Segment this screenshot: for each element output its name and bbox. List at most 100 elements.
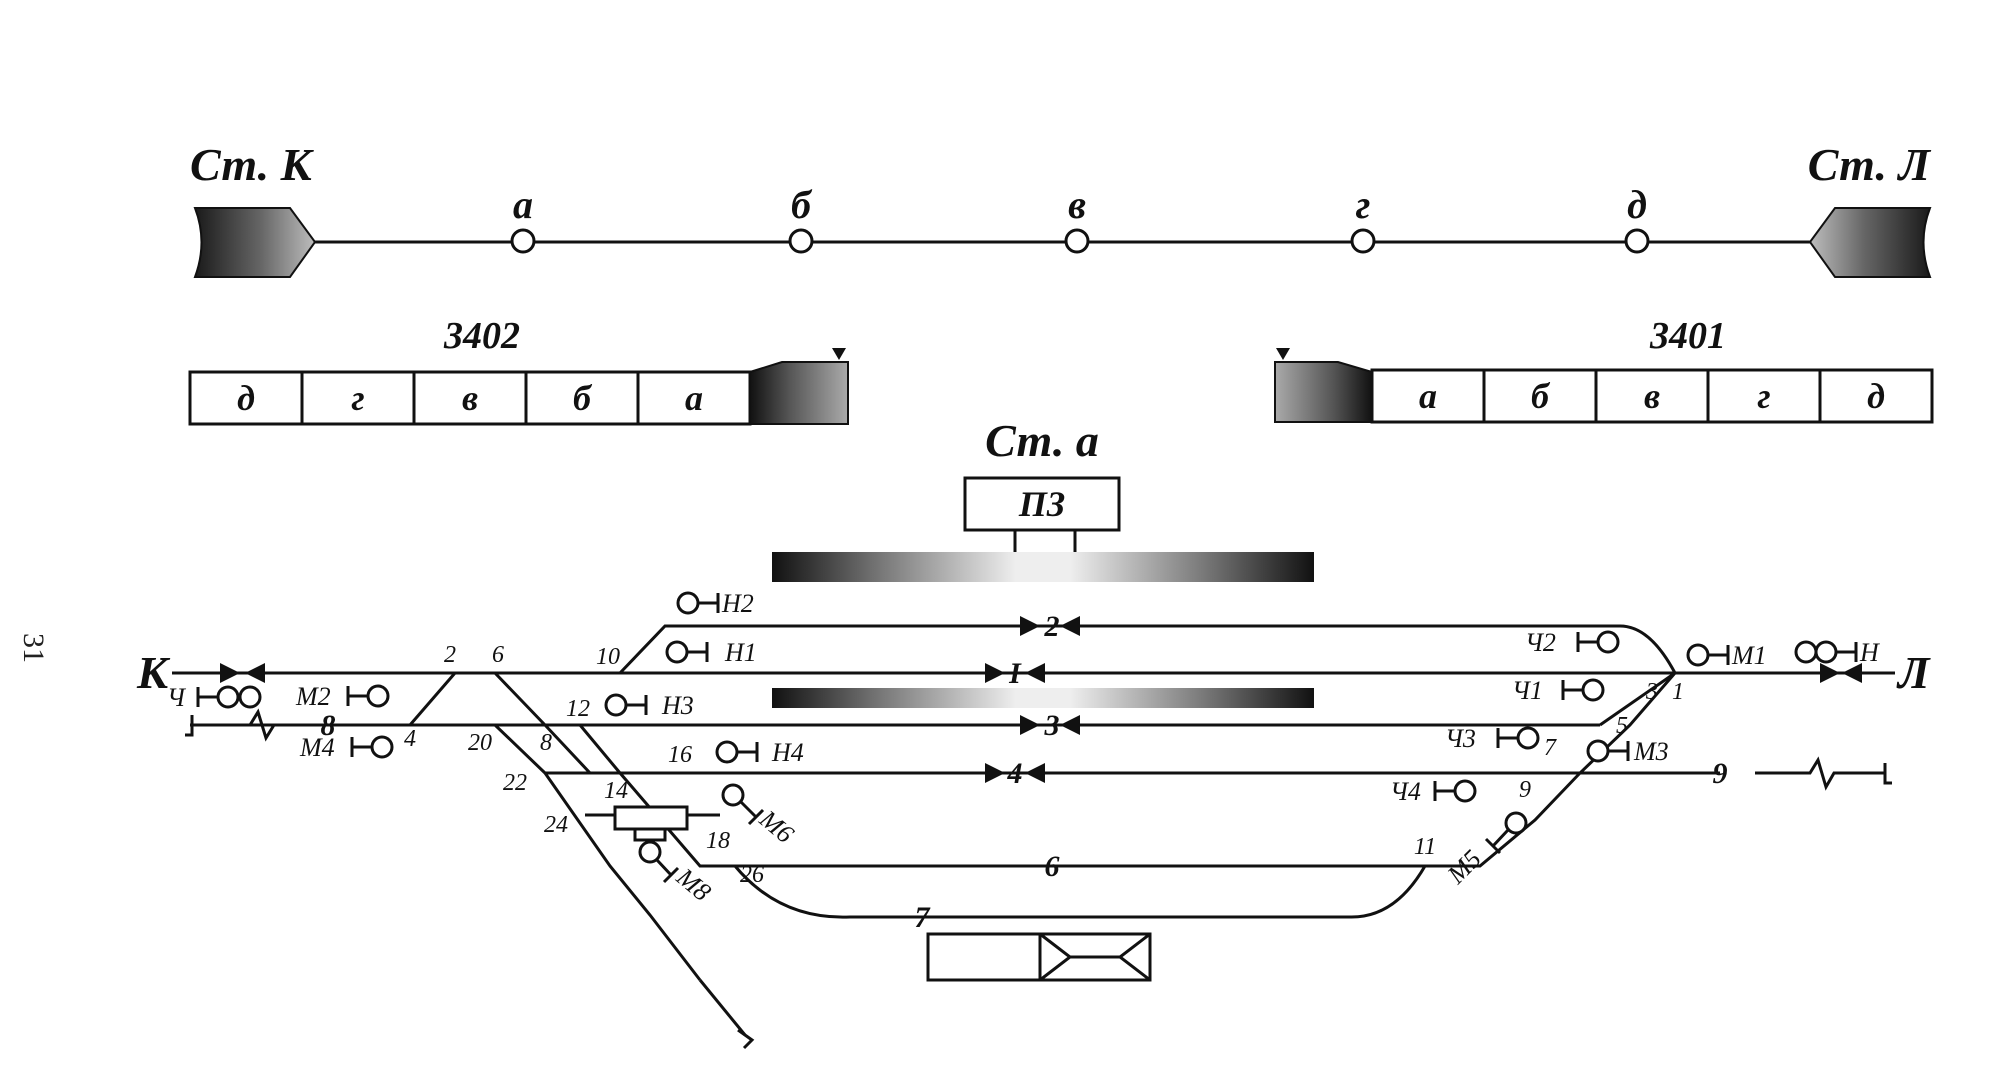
track-2	[618, 624, 1677, 675]
switch-number: 12	[566, 696, 590, 722]
signal-lamp-icon	[238, 685, 262, 709]
track-label-4: 4	[1007, 757, 1023, 790]
signal-label: Ч2	[1525, 628, 1556, 657]
signal-N2: Н2	[676, 589, 754, 618]
switch-number: 24	[544, 812, 568, 838]
car-label: а	[1419, 376, 1437, 416]
signal-mast-icon	[698, 593, 720, 613]
signal-mast-icon	[1608, 741, 1630, 761]
track-7	[733, 865, 1427, 919]
signal-mast-icon	[737, 742, 759, 762]
signal-label: Н2	[721, 589, 754, 618]
buffer-stop-right	[1883, 763, 1892, 785]
stop-b-label: б	[791, 182, 813, 227]
signal-M1: М1	[1686, 641, 1767, 670]
signal-M3: М3	[1586, 737, 1669, 766]
switch-number: 11	[1414, 834, 1436, 860]
passenger-building	[963, 476, 1121, 532]
switch-number: 2	[444, 642, 456, 668]
switch-number: 22	[503, 770, 527, 796]
train-left-number: 3402	[443, 315, 520, 357]
signal-Ch4: Ч4	[1390, 777, 1477, 806]
signal-mast-icon	[350, 737, 372, 757]
signal-N3: Н3	[604, 691, 694, 720]
signal-lamp-icon	[665, 640, 689, 664]
signal-lamp-icon	[1596, 630, 1620, 654]
signal-label: М6	[753, 804, 799, 849]
signal-Ch2: Ч2	[1525, 628, 1620, 657]
stop-g-circle	[1350, 228, 1376, 254]
arrow-right-icon	[1020, 616, 1040, 636]
ladder-20-24	[493, 723, 702, 981]
arrow-left-icon	[245, 663, 265, 683]
signal-lamp-icon	[216, 685, 240, 709]
train-right: 3401 а б в г д	[1274, 315, 1934, 424]
track-8	[192, 708, 405, 742]
signal-mast-icon	[1496, 728, 1518, 748]
stop-d-label: д	[1627, 182, 1647, 227]
building-connector	[1013, 530, 1077, 552]
car-label: г	[1757, 376, 1770, 416]
switch-number: 26	[740, 862, 764, 888]
signal-lamp-icon	[1686, 643, 1710, 667]
station-right-icon	[1808, 207, 1932, 278]
buffer-stop-left	[185, 715, 194, 737]
siding-m8	[698, 979, 747, 1036]
signal-lamp-icon	[676, 591, 700, 615]
car-label: а	[685, 378, 703, 418]
signal-lamp-icon	[366, 684, 390, 708]
signal-mast-icon	[655, 858, 680, 884]
car-label: в	[1644, 376, 1660, 416]
car-label: б	[573, 378, 593, 418]
switch-number: 8	[540, 730, 552, 756]
signal-label: М1	[1731, 641, 1767, 670]
switch-number: 10	[596, 644, 620, 670]
stop-b-circle	[788, 228, 814, 254]
signal-label: Н3	[661, 691, 694, 720]
station-left-icon	[193, 207, 317, 278]
stop-v-label: в	[1068, 182, 1086, 227]
signal-M5: М5	[1441, 811, 1528, 890]
pantograph-icon	[1276, 348, 1290, 360]
signal-label: Ч3	[1445, 724, 1476, 753]
switch-number: 3	[1645, 679, 1658, 705]
signal-lamp-icon	[1504, 811, 1528, 835]
signal-mast-icon	[1836, 642, 1858, 662]
switch-number: 6	[492, 642, 504, 668]
signal-N: Н	[1794, 638, 1880, 667]
car	[300, 370, 416, 426]
signal-lamp-icon	[1581, 678, 1605, 702]
arrow-left-icon	[1025, 663, 1045, 683]
stop-v-circle	[1064, 228, 1090, 254]
signal-mast-icon	[626, 695, 648, 715]
signal-M6: М6	[721, 783, 799, 849]
signal-label: Ч1	[1512, 676, 1543, 705]
turntable-icon	[613, 805, 689, 831]
signal-label: Ч	[167, 683, 187, 712]
track-label-6: 6	[1045, 850, 1060, 883]
stop-g-label: г	[1356, 182, 1371, 227]
turntable-stem	[633, 829, 667, 842]
signal-mast-icon	[346, 686, 368, 706]
station-right-label: Ст. Л	[1808, 139, 1932, 190]
ladder-right-1	[1599, 671, 1676, 727]
arrow-right-icon	[1820, 663, 1840, 683]
page-number: 31	[17, 633, 50, 663]
switch-number: 9	[1519, 777, 1531, 803]
car-label: д	[1867, 376, 1885, 416]
ladder-right-3-5	[1425, 672, 1677, 868]
line-section: Ст. К Ст. Л а б в г д	[190, 139, 1932, 278]
signal-lamp-icon	[715, 740, 739, 764]
signal-lamp-icon	[1814, 640, 1838, 664]
switch-number: 7	[1544, 735, 1557, 761]
signal-mast-icon	[1708, 645, 1730, 665]
track-label-2: 2	[1044, 610, 1060, 643]
car-label: д	[237, 378, 255, 418]
signal-label: М5	[1441, 844, 1487, 890]
passenger-building-label: ПЗ	[1018, 484, 1065, 524]
train-right-number: 3401	[1649, 315, 1726, 357]
signal-label: Ч4	[1390, 777, 1421, 806]
signal-lamp-icon	[1453, 779, 1477, 803]
buffer-stop-bottom	[737, 1028, 755, 1050]
